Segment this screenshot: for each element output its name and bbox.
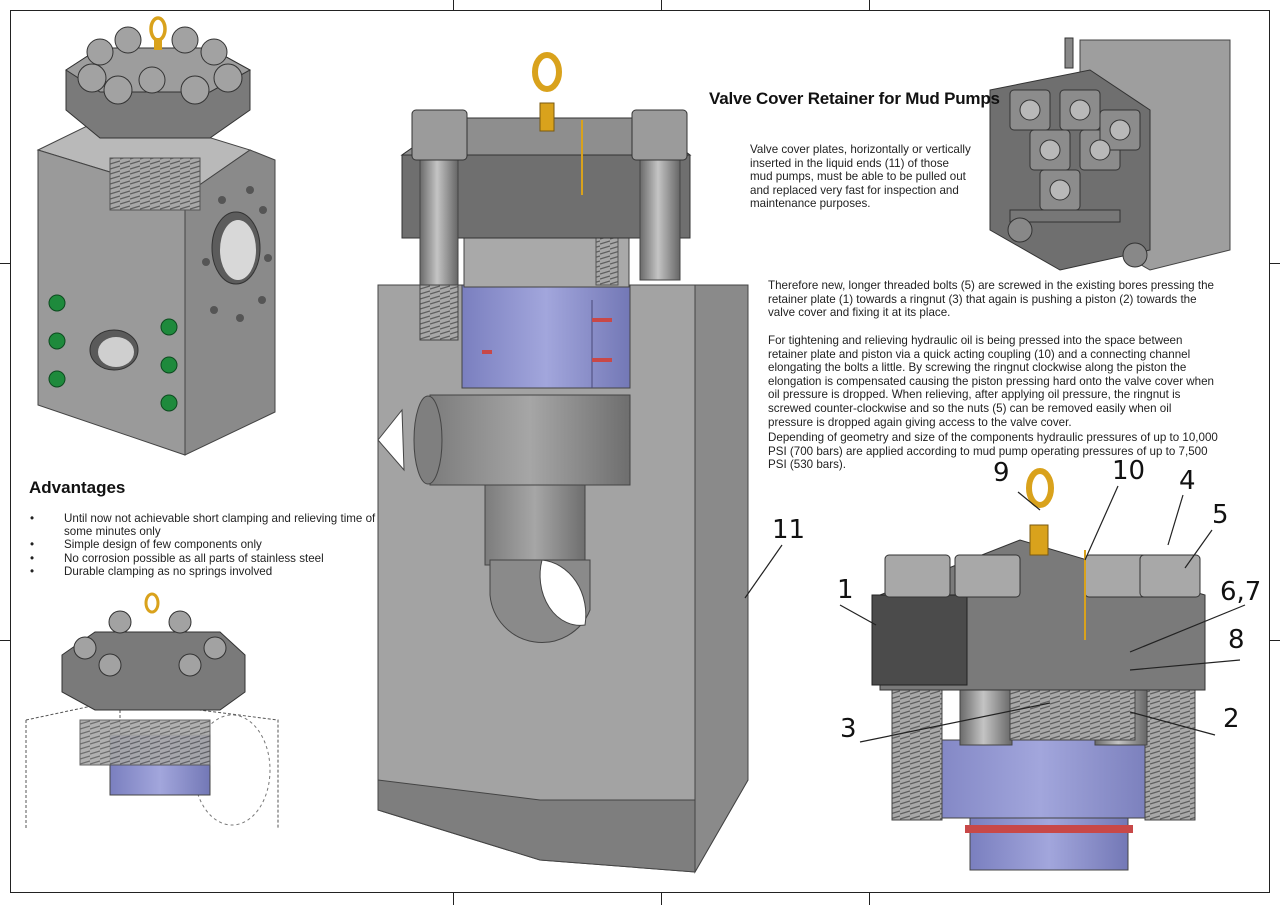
lifting-eye-icon [144,592,160,614]
page-title: Valve Cover Retainer for Mud Pumps [709,89,1000,108]
port-green [160,318,178,336]
frame-tick [0,640,10,641]
isometric-retainer-small [25,592,279,828]
frame-tick [661,893,662,905]
advantages-list: Until now not achievable short clamping … [28,512,378,578]
frame-tick [0,263,10,264]
lifting-eye-icon [532,52,562,92]
port-green [48,370,66,388]
callout-10: 10 [1112,456,1146,486]
lifting-eye-icon [1026,468,1054,508]
frame-tick [869,0,870,10]
section-view-liquid-end [377,52,749,874]
frame-tick [661,0,662,10]
callout-1: 1 [837,575,854,605]
port-green [48,294,66,312]
description-paragraph: For tightening and relieving hydraulic o… [768,334,1214,429]
intro-paragraph: Valve cover plates, horizontally or vert… [750,143,971,211]
lifting-eye-icon [149,16,167,42]
advantages-title: Advantages [29,478,126,497]
callout-6-7: 6,7 [1220,577,1262,607]
advantage-item: Simple design of few components only [28,538,378,551]
sheet-frame [10,10,1270,893]
labelled-section-view [839,468,1246,871]
description-paragraph: Depending of geometry and size of the co… [768,431,1218,472]
port-green [48,332,66,350]
frame-tick [453,0,454,10]
frame-tick [1270,640,1280,641]
callout-4: 4 [1179,466,1196,496]
callout-5: 5 [1212,500,1229,530]
frame-tick [869,893,870,905]
callout-9: 9 [993,458,1010,488]
description-paragraph: Therefore new, longer threaded bolts (5)… [768,279,1214,320]
isometric-housing-view [36,16,276,456]
port-green [160,394,178,412]
callout-3: 3 [840,714,857,744]
port-green [160,356,178,374]
advantage-item: Until now not achievable short clamping … [28,512,378,538]
advantage-item: No corrosion possible as all parts of st… [28,552,378,565]
frame-tick [1270,263,1280,264]
callout-8: 8 [1228,625,1245,655]
callout-11: 11 [772,515,806,545]
callout-2: 2 [1223,704,1240,734]
frame-tick [453,893,454,905]
advantage-item: Durable clamping as no springs involved [28,565,378,578]
mud-pump-render [989,37,1231,271]
